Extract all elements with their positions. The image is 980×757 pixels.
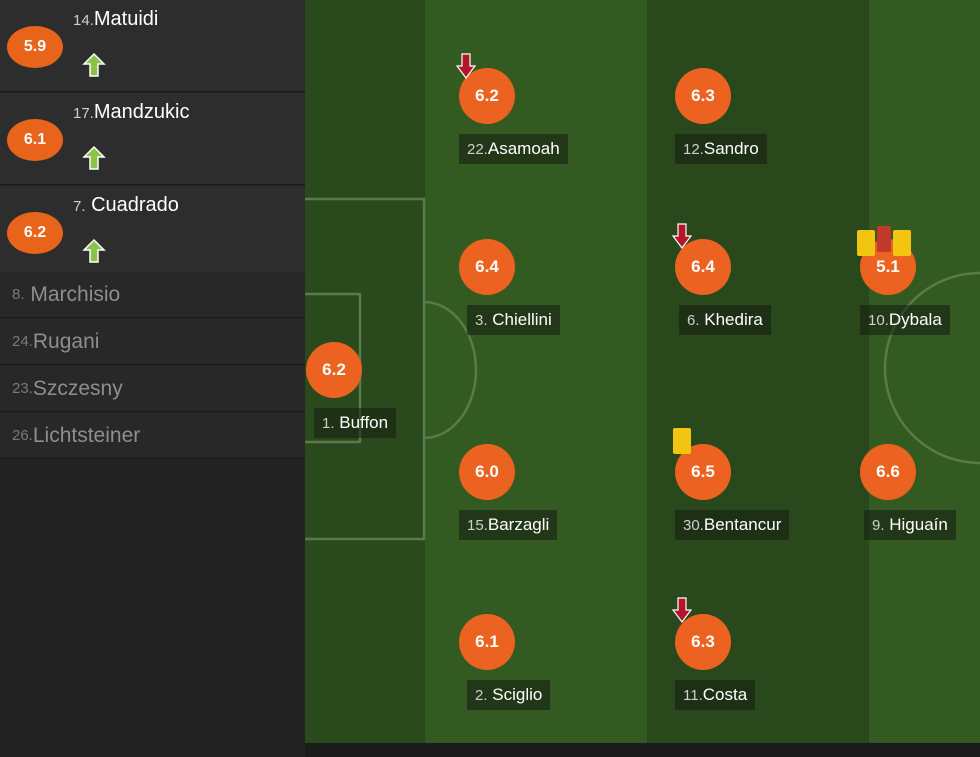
player-number: 12. — [683, 141, 704, 158]
player-name-label: 10.Dybala — [860, 305, 950, 335]
player-marker[interactable]: 6.4 6. Khedira — [675, 239, 825, 369]
player-rating-badge: 6.1 — [7, 119, 63, 161]
yellow-card-icon — [673, 428, 691, 454]
player-name-label: 2. Sciglio — [467, 680, 551, 710]
player-name-label: 9. Higuaín — [864, 510, 956, 540]
player-rating-badge: 6.0 — [459, 444, 515, 500]
player-name-text: Barzagli — [487, 515, 550, 534]
player-marker[interactable]: 6.6 9. Higuaín — [860, 444, 980, 574]
sub-out-arrow-icon — [671, 223, 693, 249]
player-number: 6. — [687, 312, 700, 329]
bench-row[interactable]: 8. Marchisio — [0, 272, 305, 318]
sub-out-arrow-icon — [671, 597, 693, 623]
player-name-label: 3. Chiellini — [467, 305, 560, 335]
player-name-text: Dybala — [888, 310, 942, 329]
pitch — [305, 0, 980, 743]
player-number: 3. — [475, 312, 488, 329]
bench-row[interactable]: 26.Lichtsteiner — [0, 413, 305, 459]
player-name-label: 11.Costa — [675, 680, 756, 710]
substitute-row[interactable]: 6.2 7. Cuadrado — [0, 186, 305, 278]
player-rating-badge: 5.9 — [7, 26, 63, 68]
player-name-text: Lichtsteiner — [32, 423, 141, 447]
player-number: 2. — [475, 687, 488, 704]
sub-in-arrow-icon — [82, 52, 106, 77]
player-number: 1. — [322, 415, 335, 432]
player-number: 10. — [868, 312, 889, 329]
player-number: 15. — [467, 517, 488, 534]
player-rating-badge: 6.2 — [7, 212, 63, 254]
player-number: 24. — [12, 333, 33, 350]
player-name-label: 12.Sandro — [675, 134, 767, 164]
player-name-text: Rugani — [32, 329, 100, 353]
player-marker[interactable]: 6.0 15.Barzagli — [459, 444, 609, 574]
sub-in-arrow-icon — [82, 145, 106, 170]
player-name-text: Cuadrado — [91, 194, 179, 216]
player-rating-badge: 6.4 — [459, 239, 515, 295]
player-marker[interactable]: 6.2 22.Asamoah — [459, 68, 609, 198]
player-name: 14.Matuidi — [73, 8, 158, 31]
sub-out-arrow-icon — [455, 53, 477, 79]
player-name-text: Matuidi — [93, 8, 159, 30]
pitch-stripe — [425, 0, 647, 743]
player-name-text: Marchisio — [30, 282, 121, 306]
player-number: 7. — [73, 198, 86, 215]
player-name-text: Chiellini — [492, 310, 552, 329]
player-name-text: Buffon — [339, 413, 389, 432]
pitch-bottom-bar — [305, 743, 980, 757]
player-rating-badge: 6.2 — [306, 342, 362, 398]
player-name-label: 1. Buffon — [314, 408, 397, 438]
player-number: 17. — [73, 105, 94, 122]
player-name-text: Bentancur — [703, 515, 782, 534]
player-rating-badge: 6.5 — [675, 444, 731, 500]
player-name-text: Khedira — [704, 310, 763, 329]
player-number: 26. — [12, 427, 33, 444]
player-marker[interactable]: 6.2 1. Buffon — [306, 342, 456, 472]
player-number: 23. — [12, 380, 33, 397]
player-marker[interactable]: 6.4 3. Chiellini — [459, 239, 609, 369]
player-name-label: 15.Barzagli — [459, 510, 558, 540]
player-number: 22. — [467, 141, 488, 158]
player-name-text: Sandro — [703, 139, 759, 158]
player-name-label: 6. Khedira — [679, 305, 771, 335]
player-name-text: Szczesny — [32, 376, 123, 400]
player-marker[interactable]: 6.3 11.Costa — [675, 614, 825, 744]
player-name-text: Costa — [702, 685, 748, 704]
player-rating-badge: 6.3 — [675, 614, 731, 670]
player-marker[interactable]: 5.1 10.Dybala — [860, 239, 980, 369]
yellow-card-icon — [893, 230, 911, 256]
yellow-card-icon — [857, 230, 875, 256]
player-number: 11. — [683, 687, 703, 704]
player-rating-badge: 6.6 — [860, 444, 916, 500]
player-name-text: Sciglio — [492, 685, 543, 704]
player-rating-badge: 6.2 — [459, 68, 515, 124]
bench-row[interactable]: 24.Rugani — [0, 319, 305, 365]
player-name-text: Mandzukic — [93, 101, 190, 123]
player-name: 7. Cuadrado — [73, 194, 179, 217]
substitute-row[interactable]: 6.1 17.Mandzukic — [0, 93, 305, 185]
bench-row[interactable]: 23.Szczesny — [0, 366, 305, 412]
player-number: 30. — [683, 517, 704, 534]
player-marker[interactable]: 6.1 2. Sciglio — [459, 614, 609, 744]
player-rating-badge: 6.3 — [675, 68, 731, 124]
sub-in-arrow-icon — [82, 238, 106, 263]
substitute-row[interactable]: 5.9 14.Matuidi — [0, 0, 305, 92]
player-name-label: 22.Asamoah — [459, 134, 568, 164]
player-rating-badge: 6.1 — [459, 614, 515, 670]
player-name: 17.Mandzukic — [73, 101, 189, 124]
pitch-stripe — [869, 0, 980, 743]
player-marker[interactable]: 6.5 30.Bentancur — [675, 444, 825, 574]
player-rating-badge: 6.4 — [675, 239, 731, 295]
player-marker[interactable]: 6.3 12.Sandro — [675, 68, 825, 198]
red-card-icon — [877, 226, 891, 252]
player-number: 14. — [73, 12, 94, 29]
player-number: 9. — [872, 517, 885, 534]
player-name-text: Higuaín — [889, 515, 948, 534]
player-name-text: Asamoah — [487, 139, 560, 158]
player-number: 8. — [12, 286, 25, 303]
player-name-label: 30.Bentancur — [675, 510, 790, 540]
substitutes-panel: 5.9 14.Matuidi 6.1 17.Mandzukic 6.2 7. C… — [0, 0, 305, 757]
